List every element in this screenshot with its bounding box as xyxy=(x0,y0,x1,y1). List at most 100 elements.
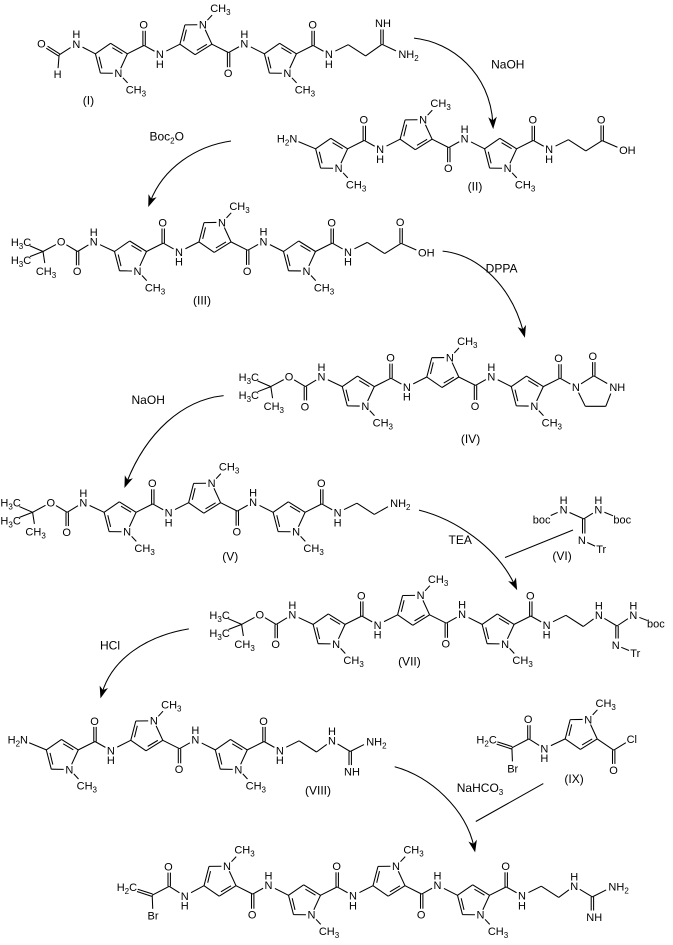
svg-text:O: O xyxy=(248,910,257,922)
svg-text:H: H xyxy=(349,900,357,912)
svg-text:OH: OH xyxy=(418,248,435,260)
svg-text:(VI): (VI) xyxy=(552,549,571,563)
svg-text:H: H xyxy=(328,726,336,738)
svg-text:O: O xyxy=(360,115,369,127)
svg-text:H: H xyxy=(344,257,352,269)
svg-text:(III): (III) xyxy=(193,293,211,307)
svg-text:N: N xyxy=(191,735,199,747)
svg-text:N: N xyxy=(165,508,173,520)
svg-text:N: N xyxy=(218,217,226,229)
svg-text:N: N xyxy=(419,115,427,127)
svg-text:CH3​: CH3​ xyxy=(210,3,231,17)
svg-text:O: O xyxy=(233,527,242,539)
svg-text:CH3​: CH3​ xyxy=(515,180,536,194)
svg-text:N: N xyxy=(283,68,291,80)
svg-text:N: N xyxy=(240,39,248,51)
svg-text:CH3​: CH3​ xyxy=(161,699,182,713)
svg-text:NH: NH xyxy=(344,767,360,779)
svg-text:N: N xyxy=(487,371,495,383)
svg-text:N: N xyxy=(114,68,122,80)
svg-text:CH3​: CH3​ xyxy=(295,85,316,99)
svg-text:CH3​: CH3​ xyxy=(264,401,285,415)
svg-text:N: N xyxy=(223,861,231,873)
svg-text:H3​C: H3​C xyxy=(0,498,20,512)
svg-text:CH3​: CH3​ xyxy=(314,282,335,296)
svg-text:boc: boc xyxy=(613,515,631,527)
svg-text:N: N xyxy=(318,372,326,384)
svg-text:O: O xyxy=(417,910,426,922)
svg-text:N: N xyxy=(417,590,425,602)
svg-text:O: O xyxy=(471,401,480,413)
svg-text:N: N xyxy=(234,764,242,776)
svg-text:N: N xyxy=(560,505,568,517)
svg-text:N: N xyxy=(123,527,131,539)
svg-text:O: O xyxy=(158,217,167,229)
svg-text:CH3​: CH3​ xyxy=(77,781,98,795)
svg-text:N: N xyxy=(477,910,485,922)
svg-text:NaOH: NaOH xyxy=(132,393,165,407)
svg-text:O: O xyxy=(357,590,366,602)
svg-text:TEA: TEA xyxy=(449,533,472,547)
svg-text:O: O xyxy=(609,765,618,777)
svg-text:CH3​: CH3​ xyxy=(512,655,533,669)
svg-text:N: N xyxy=(374,620,382,632)
svg-text:CH3​: CH3​ xyxy=(403,845,424,859)
svg-text:H3​C: H3​C xyxy=(239,390,259,404)
svg-text:N: N xyxy=(335,163,343,175)
svg-text:N: N xyxy=(107,745,115,757)
svg-text:H: H xyxy=(165,517,173,529)
svg-text:(IX): (IX) xyxy=(564,772,583,786)
svg-text:H: H xyxy=(560,495,568,507)
svg-text:H: H xyxy=(79,488,87,500)
svg-text:O: O xyxy=(597,114,606,126)
svg-text:N: N xyxy=(303,266,311,278)
svg-text:N: N xyxy=(545,144,553,156)
svg-text:N: N xyxy=(504,163,512,175)
svg-text:O: O xyxy=(327,217,336,229)
svg-text:NH: NH xyxy=(375,18,391,30)
svg-text:H: H xyxy=(288,600,296,612)
svg-text:O: O xyxy=(554,353,563,365)
svg-text:NH: NH xyxy=(586,912,602,924)
svg-text:H: H xyxy=(107,755,115,767)
svg-text:N: N xyxy=(72,39,80,51)
svg-text:H: H xyxy=(260,227,268,239)
svg-text:N: N xyxy=(292,527,300,539)
svg-text:O: O xyxy=(444,163,453,175)
svg-text:O: O xyxy=(524,714,533,726)
svg-text:Cl: Cl xyxy=(627,734,637,746)
svg-text:H: H xyxy=(461,124,469,136)
svg-text:H: H xyxy=(334,517,342,529)
svg-text:N: N xyxy=(175,247,183,259)
svg-text:(VII): (VII) xyxy=(398,654,421,668)
svg-text:CH3​: CH3​ xyxy=(346,180,367,194)
svg-text:H: H xyxy=(458,600,466,612)
svg-text:H: H xyxy=(175,257,183,269)
svg-text:N: N xyxy=(570,881,578,893)
svg-text:CH3​: CH3​ xyxy=(303,543,324,557)
svg-text:H2​C: H2​C xyxy=(117,882,137,896)
svg-text:CH3​: CH3​ xyxy=(542,417,563,431)
svg-text:N: N xyxy=(65,764,73,776)
svg-text:CH3​: CH3​ xyxy=(596,698,617,712)
svg-text:H: H xyxy=(374,629,382,641)
svg-text:N: N xyxy=(334,508,342,520)
svg-text:O: O xyxy=(301,401,310,413)
svg-text:CH3​: CH3​ xyxy=(219,462,240,476)
svg-text:CH3​: CH3​ xyxy=(488,926,509,940)
svg-text:H: H xyxy=(191,725,199,737)
svg-text:CH3​: CH3​ xyxy=(36,266,57,280)
svg-text:CH3​: CH3​ xyxy=(428,574,449,588)
svg-text:boc: boc xyxy=(647,619,665,631)
svg-text:CH3​: CH3​ xyxy=(457,336,478,350)
svg-text:N: N xyxy=(199,20,207,32)
svg-text:N: N xyxy=(403,382,411,394)
svg-text:O: O xyxy=(285,372,294,384)
svg-text:O: O xyxy=(396,217,405,229)
svg-text:N: N xyxy=(134,266,142,278)
svg-text:H: H xyxy=(518,900,526,912)
svg-text:N: N xyxy=(446,352,454,364)
svg-text:Tr: Tr xyxy=(630,648,640,660)
svg-text:CH3​: CH3​ xyxy=(229,201,250,215)
svg-text:O: O xyxy=(73,266,82,278)
